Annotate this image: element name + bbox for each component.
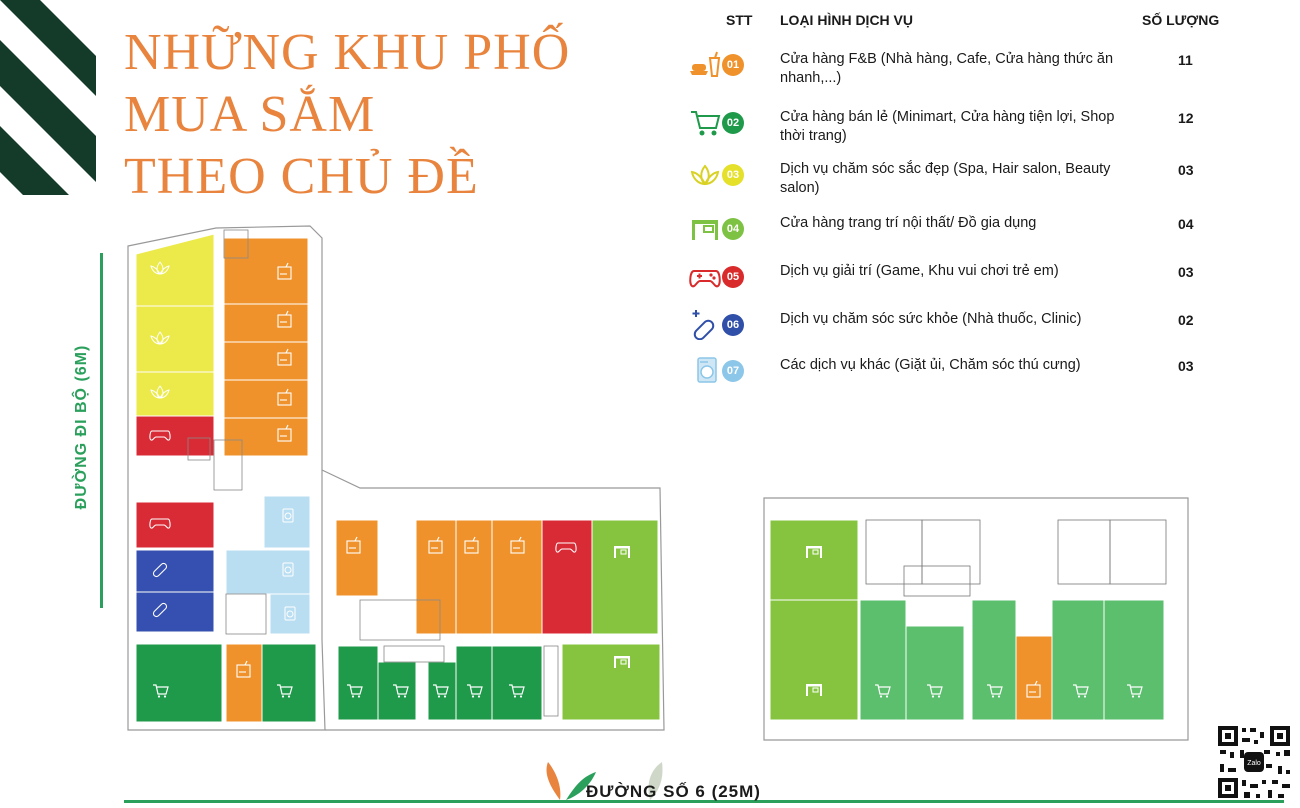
fnb-icon [690, 51, 721, 77]
qr-code[interactable]: Zalo [1216, 724, 1292, 800]
legend-service-name: Cửa hàng trang trí nội thất/ Đồ gia dụng [780, 215, 1037, 231]
title-line-2: MUA SẮM [124, 86, 376, 143]
gamepad-icon [689, 270, 721, 288]
legend-row-fnb: 01 Cửa hàng F&B (Nhà hàng, Cafe, Cửa hàn… [686, 50, 1246, 90]
legend-number-badge: 07 [722, 360, 744, 382]
legend-service-name: Dịch vụ chăm sóc sức khỏe (Nhà thuốc, Cl… [780, 311, 1082, 327]
left-building [127, 225, 665, 731]
main-street-label: ĐƯỜNG SỐ 6 (25M) [586, 782, 761, 801]
south-wing-shops [335, 519, 661, 721]
decorative-stripes [0, 0, 96, 195]
legend-quantity: 02 [1178, 312, 1194, 328]
title-line-1: NHỮNG KHU PHỐ [124, 24, 571, 81]
legend-number-badge: 06 [722, 314, 744, 336]
legend-service-name: Cửa hàng F&B (Nhà hàng, Cafe, Cửa hàng t… [780, 51, 1114, 86]
legend-header-type: LOẠI HÌNH DỊCH VỤ [780, 12, 913, 28]
washer-icon [697, 357, 717, 383]
legend-row-health: 06 Dịch vụ chăm sóc sức khỏe (Nhà thuốc,… [686, 310, 1246, 350]
legend-quantity: 03 [1178, 162, 1194, 178]
legend-quantity: 12 [1178, 110, 1194, 126]
walkway-line [100, 253, 103, 608]
legend-number-badge: 02 [722, 112, 744, 134]
core-areas [187, 229, 559, 717]
legend-row-beauty: 03 Dịch vụ chăm sóc sắc đẹp (Spa, Hair s… [686, 160, 1246, 200]
page-title: NHỮNG KHU PHỐ MUA SẮM THEO CHỦ ĐỀ [124, 22, 570, 208]
tropical-leaf-decoration [546, 762, 663, 800]
legend-row-other: 07 Các dịch vụ khác (Giặt ủi, Chăm sóc t… [686, 356, 1246, 396]
west-wing-shops [135, 233, 317, 723]
pill-icon [692, 310, 715, 340]
legend-quantity: 04 [1178, 216, 1194, 232]
legend-service-name: Cửa hàng bán lẻ (Minimart, Cửa hàng tiện… [780, 109, 1115, 144]
legend-quantity: 11 [1178, 52, 1193, 68]
legend-row-retail: 02 Cửa hàng bán lẻ (Minimart, Cửa hàng t… [686, 108, 1246, 148]
legend-number-badge: 03 [722, 164, 744, 186]
main-street-line [124, 800, 1284, 803]
legend-number-badge: 04 [722, 218, 744, 240]
legend-header-qty: SỐ LƯỢNG [1142, 12, 1220, 28]
legend-service-name: Dịch vụ chăm sóc sắc đẹp (Spa, Hair salo… [780, 161, 1111, 196]
legend-quantity: 03 [1178, 358, 1194, 374]
furniture-icon [692, 220, 718, 240]
legend-header-stt: STT [726, 12, 753, 28]
cart-icon [691, 111, 721, 136]
legend-number-badge: 01 [722, 54, 744, 76]
central-fnb-shops [223, 237, 311, 635]
lotus-icon [690, 164, 720, 186]
right-building [763, 497, 1189, 741]
legend-service-name: Các dịch vụ khác (Giặt ủi, Chăm sóc thú … [780, 357, 1081, 373]
qr-badge-text: Zalo [1247, 760, 1261, 767]
legend-quantity: 03 [1178, 264, 1194, 280]
legend-row-furniture: 04 Cửa hàng trang trí nội thất/ Đồ gia d… [686, 214, 1246, 254]
legend-number-badge: 05 [722, 266, 744, 288]
legend-service-name: Dịch vụ giải trí (Game, Khu vui chơi trẻ… [780, 263, 1059, 279]
title-line-3: THEO CHỦ ĐỀ [124, 148, 479, 205]
legend-row-entertainment: 05 Dịch vụ giải trí (Game, Khu vui chơi … [686, 262, 1246, 302]
